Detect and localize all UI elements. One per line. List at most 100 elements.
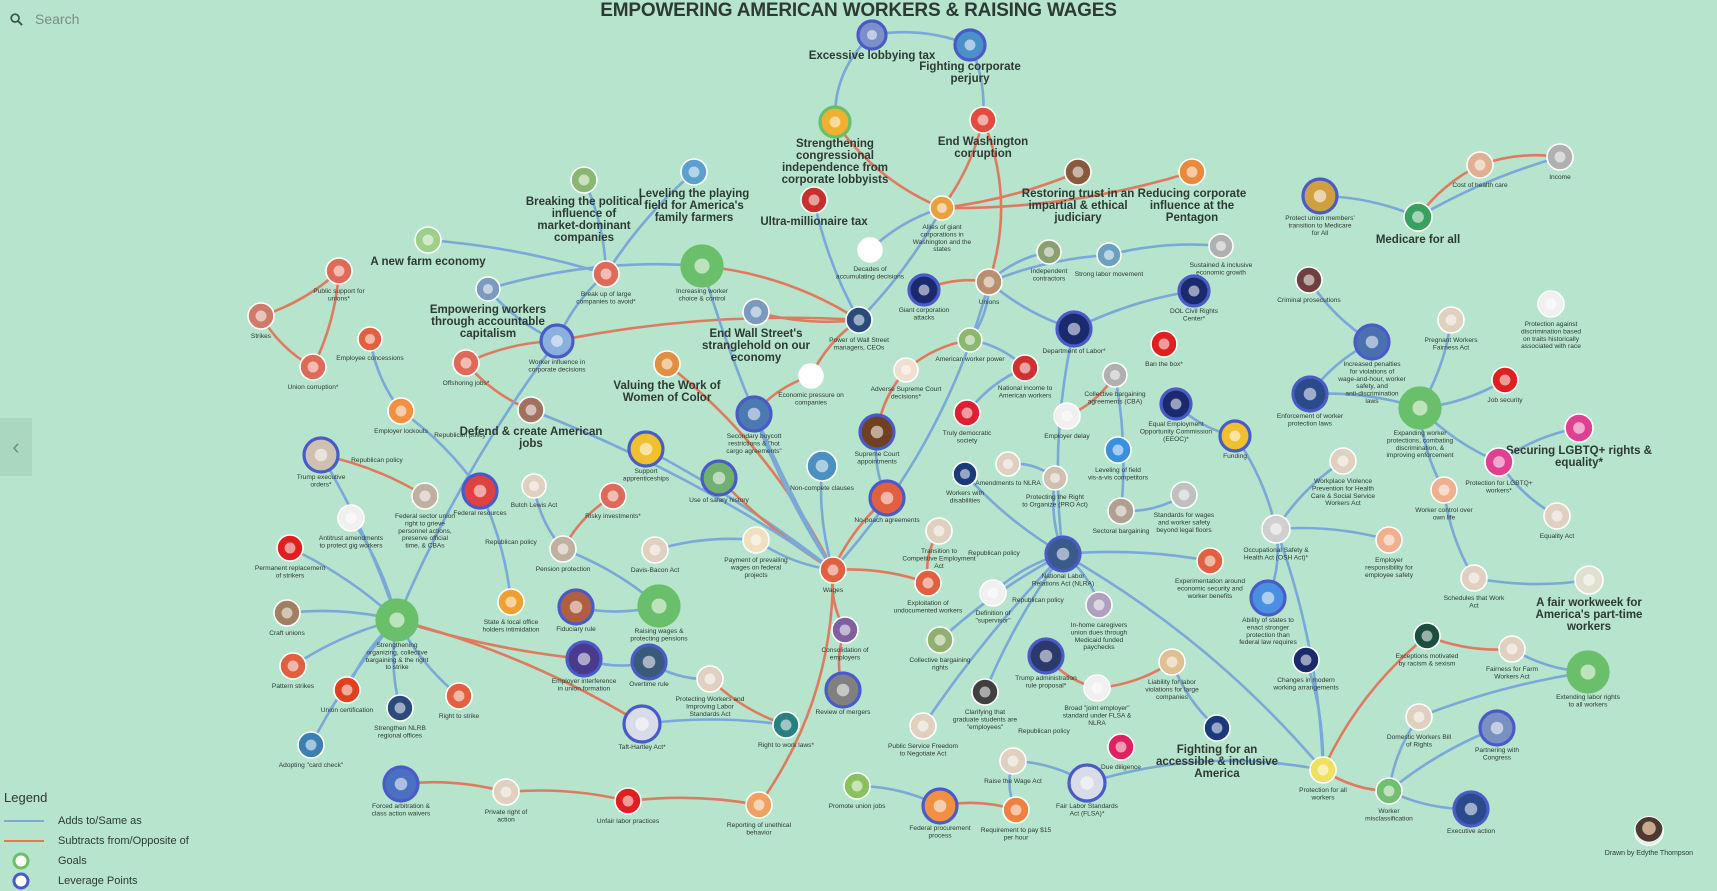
node-craft[interactable]: Craft unions bbox=[269, 599, 305, 637]
node-lockouts[interactable]: Employer lockouts bbox=[374, 397, 429, 435]
node-forced[interactable]: Forced arbitration &class action waivers bbox=[372, 765, 431, 817]
node-righttowork[interactable]: Right to work laws* bbox=[758, 711, 815, 749]
node-duediligence[interactable]: Due diligence bbox=[1101, 733, 1141, 771]
node-repub4[interactable]: Republican policy bbox=[1012, 597, 1064, 604]
node-income[interactable]: Income bbox=[1546, 143, 1574, 181]
node-davis[interactable]: Davis-Bacon Act bbox=[631, 536, 680, 574]
node-newfarm[interactable]: A new farm economy bbox=[370, 226, 486, 268]
node-unioncorr[interactable]: Union corruption* bbox=[288, 353, 339, 391]
node-exec[interactable]: Executive action bbox=[1447, 790, 1495, 835]
node-raisewage[interactable]: Raise the Wage Act bbox=[984, 747, 1042, 785]
node-unfair[interactable]: Unfair labor practices bbox=[597, 787, 660, 825]
node-osh[interactable]: Occupational Safety &Health Act (OSH Act… bbox=[1243, 514, 1309, 561]
node-broadjoint[interactable]: Broad "joint employer"standard under FLS… bbox=[1063, 674, 1132, 727]
node-taft[interactable]: Taft-Hartley Act* bbox=[618, 704, 666, 751]
node-repub2[interactable]: Republican policy bbox=[351, 457, 403, 464]
node-sectoral[interactable]: Sectoral bargaining bbox=[1093, 497, 1150, 535]
node-dol[interactable]: Department of Labor* bbox=[1042, 310, 1106, 355]
node-offshoring[interactable]: Offshoring jobs* bbox=[443, 349, 490, 387]
node-equality[interactable]: Equality Act bbox=[1540, 502, 1575, 540]
node-risky[interactable]: Risky investments* bbox=[585, 482, 641, 520]
node-medicare[interactable]: Medicare for all bbox=[1376, 202, 1460, 246]
node-repub5[interactable]: Republican policy bbox=[1018, 728, 1070, 735]
node-protectunion[interactable]: Protect union members'transition to Medi… bbox=[1285, 177, 1355, 237]
node-banbox[interactable]: Ban the box* bbox=[1145, 330, 1183, 368]
node-salary[interactable]: Use of salary history bbox=[689, 459, 750, 504]
node-lgbtq[interactable]: Securing LGBTQ+ rights &equality* bbox=[1506, 413, 1652, 469]
node-nopoach[interactable]: No-poach agreements bbox=[854, 479, 920, 524]
node-costhealth[interactable]: Cost of health care bbox=[1452, 151, 1508, 189]
node-promote[interactable]: Promote union jobs bbox=[829, 772, 887, 810]
node-overtime[interactable]: Overtime rule bbox=[629, 643, 669, 688]
node-strikes[interactable]: Strikes bbox=[247, 302, 275, 340]
node-noncompete[interactable]: Non-compete clauses bbox=[790, 450, 855, 492]
node-fedresources[interactable]: Federal resources bbox=[453, 472, 507, 517]
node-funding[interactable]: Funding bbox=[1218, 419, 1252, 460]
collapse-panel-button[interactable]: ‹ bbox=[0, 418, 32, 476]
node-jobsecurity[interactable]: Job security bbox=[1487, 366, 1523, 404]
node-cardcheck[interactable]: Adopting "card check" bbox=[279, 731, 344, 769]
node-butch[interactable]: Butch Lewis Act bbox=[511, 473, 558, 509]
node-protectlgbt[interactable]: Protection for LGBTQ+workers* bbox=[1465, 447, 1533, 494]
node-supervisor[interactable]: Definition of"supervisor" bbox=[975, 579, 1011, 624]
node-lobbying[interactable]: Excessive lobbying tax bbox=[809, 19, 936, 62]
node-stronglabor[interactable]: Strong labor movement bbox=[1075, 242, 1144, 278]
node-pension[interactable]: Pension protection bbox=[536, 535, 591, 573]
search-input[interactable] bbox=[35, 11, 185, 27]
node-rightstrike[interactable]: Right to strike bbox=[439, 682, 480, 720]
